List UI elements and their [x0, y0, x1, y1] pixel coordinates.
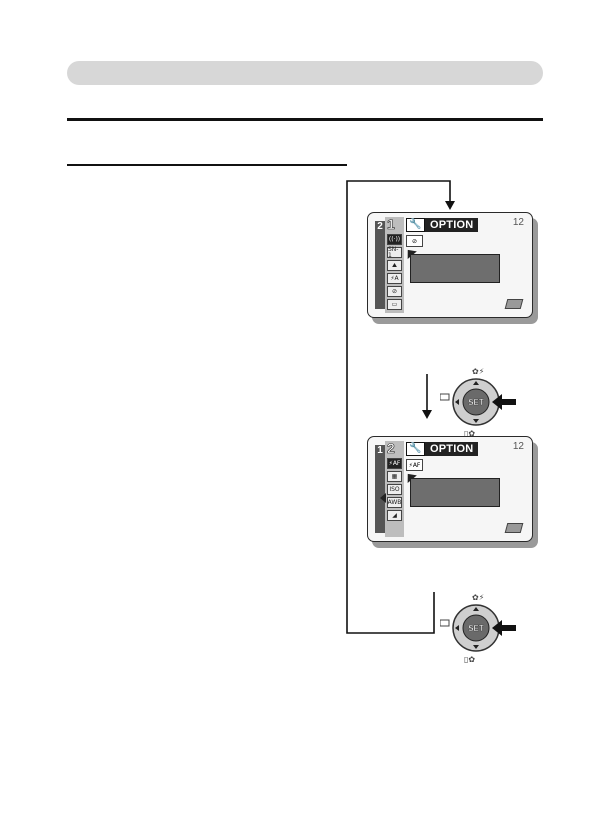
- option-title-bar: 🔧 OPTION: [406, 442, 479, 456]
- menu-icon-6: ▭: [387, 299, 402, 310]
- section-header-bar: [67, 61, 543, 85]
- menu-tab-back: 2: [375, 221, 385, 309]
- menu-icon-3: ISO: [387, 484, 402, 495]
- camera-screen-option-page-2: 🔧 OPTION 12 1 2 ⚡AF ▦ ISO AWB ◢ ⚡AF: [367, 436, 538, 548]
- menu-icon-4: AWB: [387, 497, 402, 508]
- menu-icon-2: ▦: [387, 471, 402, 482]
- selected-setting-icon: ⊘: [406, 235, 423, 247]
- setting-panel: [410, 478, 500, 507]
- battery-icon: [504, 523, 524, 533]
- menu-icon-2: SN-1: [387, 246, 402, 258]
- setting-panel: [410, 254, 500, 283]
- option-title: OPTION: [425, 442, 479, 456]
- wrench-icon: 🔧: [406, 442, 425, 456]
- menu-icon-3: ⛰: [387, 260, 402, 271]
- page-left-arrow-icon: [380, 493, 386, 503]
- camera-screen-option-page-1: 🔧 OPTION 12 2 1 ((·)) SN-1 ⛰ ⚡A ⊘ ▭ ⊘ ⊘: [367, 212, 538, 324]
- shot-counter: 12: [512, 217, 524, 228]
- wrench-icon: 🔧: [406, 218, 425, 232]
- menu-icon-5: ⊘: [387, 286, 402, 297]
- set-button-label: SET: [468, 398, 484, 407]
- option-title-bar: 🔧 OPTION: [406, 218, 479, 232]
- press-arrow-icon: [492, 394, 516, 410]
- svg-text:▯✿: ▯✿: [464, 655, 475, 664]
- flow-top-arrowhead: [445, 201, 455, 210]
- option-title: OPTION: [425, 218, 479, 232]
- menu-icon-1: ((·)): [387, 234, 402, 245]
- flow-loop-line: [346, 180, 451, 634]
- menu-icon-5: ◢: [387, 510, 402, 521]
- sub-rule: [67, 164, 347, 166]
- shot-counter: 12: [512, 441, 524, 452]
- press-arrow-icon: [492, 620, 516, 636]
- selected-setting-icon: ⚡AF: [406, 459, 423, 471]
- menu-icon-4: ⚡A: [387, 273, 402, 284]
- set-button-dial-1: ✿⚡ ▯✿ SET: [440, 364, 516, 438]
- menu-tab-back: 1: [375, 445, 385, 533]
- svg-text:✿⚡: ✿⚡: [472, 367, 484, 376]
- main-rule: [67, 118, 543, 121]
- set-button-label: SET: [468, 624, 484, 633]
- svg-text:✿⚡: ✿⚡: [472, 593, 484, 602]
- battery-icon: [504, 299, 524, 309]
- menu-icon-1: ⚡AF: [387, 458, 402, 469]
- set-button-dial-2: ✿⚡ ▯✿ SET: [440, 590, 516, 664]
- flow-down-arrowhead: [422, 410, 432, 419]
- svg-text:▯✿: ▯✿: [464, 429, 475, 438]
